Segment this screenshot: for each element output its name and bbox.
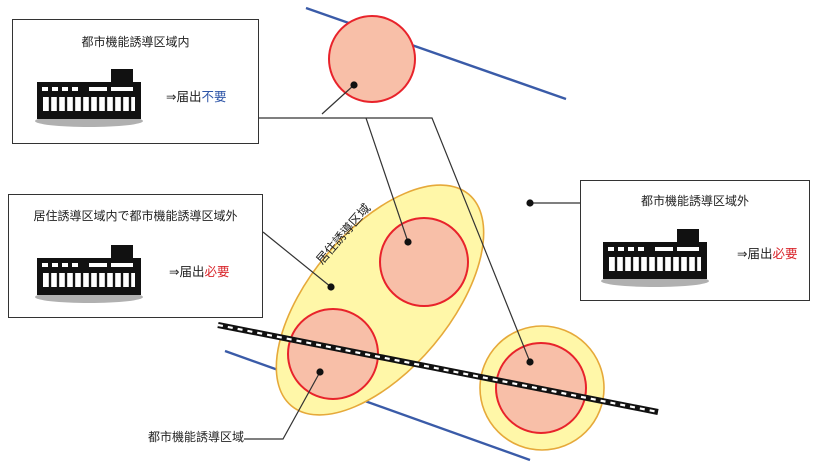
box-inside-urban-function: 都市機能誘導区域内 ⇒届出不要: [12, 19, 259, 144]
leader-mid-box-to-ellipse: [262, 231, 332, 288]
dot-residential-ellipse: [327, 283, 335, 291]
urban-function-zone-upper: [379, 217, 469, 307]
notice-prefix: ⇒届出: [166, 89, 202, 104]
building-icon: [35, 245, 143, 303]
box-title-outside-urban-function: 都市機能誘導区域外: [640, 194, 749, 208]
notice-prefix: ⇒届出: [169, 264, 205, 279]
notice-residential-outside-urban: ⇒届出必要: [169, 261, 230, 280]
leader-dots: [316, 81, 534, 376]
box-outside-urban-function: 都市機能誘導区域外 ⇒届出必要: [580, 180, 810, 301]
dot-upper-circle: [404, 238, 412, 246]
leader-top-box-tree: [259, 117, 531, 363]
notice-prefix: ⇒届出: [737, 246, 773, 261]
box-residential-outside-urban: 居住誘導区域内で都市機能誘導区域外 ⇒届出必要: [8, 194, 263, 318]
box-title-residential-outside-urban: 居住誘導区域内で都市機能誘導区域外: [33, 209, 238, 223]
notice-keyword-required: 必要: [772, 246, 798, 261]
leader-branch-to-upper-circle: [365, 117, 409, 243]
notice-outside-urban-function: ⇒届出必要: [737, 243, 798, 262]
railway-line: [217, 322, 659, 415]
dot-right-box: [526, 199, 534, 207]
notice-keyword-not-required: 不要: [201, 89, 227, 104]
building-icon: [35, 69, 143, 127]
notice-inside-urban-function: ⇒届出不要: [166, 86, 227, 105]
urban-function-zone-label: 都市機能誘導区域: [148, 430, 245, 444]
dot-top-circle: [350, 81, 358, 89]
urban-function-zone-top: [328, 15, 416, 103]
notice-keyword-required: 必要: [204, 264, 230, 279]
leader-top-box-to-top-circle: [321, 84, 355, 115]
dot-lower-circle: [316, 368, 324, 376]
leader-bottom-label: [244, 371, 321, 440]
building-icon: [601, 229, 709, 287]
leader-lines: [244, 84, 580, 440]
dot-right-circle: [526, 358, 534, 366]
box-title-inside-urban-function: 都市機能誘導区域内: [81, 35, 190, 49]
